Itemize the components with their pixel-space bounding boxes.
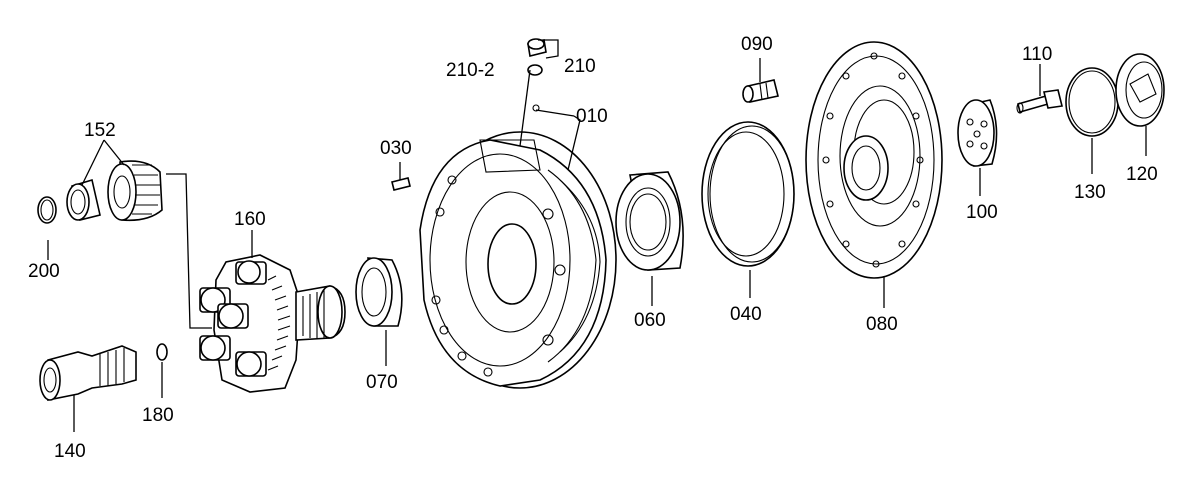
label-040: 040 bbox=[730, 304, 762, 325]
part-140-shaft bbox=[39, 345, 137, 401]
part-030-pin bbox=[391, 177, 411, 191]
label-100: 100 bbox=[966, 202, 998, 223]
part-180-ball bbox=[156, 343, 168, 361]
label-210: 210 bbox=[564, 56, 596, 77]
label-060: 060 bbox=[634, 310, 666, 331]
part-120-cover bbox=[1115, 53, 1165, 127]
label-030: 030 bbox=[380, 138, 412, 159]
part-100-disc bbox=[957, 99, 998, 167]
label-160: 160 bbox=[234, 209, 266, 230]
part-130-o-ring bbox=[1065, 67, 1119, 137]
label-090: 090 bbox=[741, 34, 773, 55]
part-110-bolt bbox=[1016, 89, 1063, 114]
part-040-seal bbox=[701, 121, 795, 267]
label-200: 200 bbox=[28, 261, 60, 282]
part-210-2-seal-ring bbox=[527, 64, 543, 76]
label-070: 070 bbox=[366, 372, 398, 393]
part-070-bearing bbox=[355, 257, 403, 327]
label-130: 130 bbox=[1074, 182, 1106, 203]
part-200-snap-ring bbox=[37, 196, 57, 224]
label-110: 110 bbox=[1022, 44, 1052, 65]
part-152-bearing bbox=[66, 178, 101, 221]
label-140: 140 bbox=[54, 441, 86, 462]
part-160-planet-carrier bbox=[199, 254, 346, 393]
part-090-stud bbox=[742, 79, 779, 103]
label-210-2: 210-2 bbox=[446, 60, 495, 81]
part-010-housing bbox=[419, 104, 617, 389]
label-010: 010 bbox=[576, 106, 608, 127]
label-180: 180 bbox=[142, 405, 174, 426]
label-120: 120 bbox=[1126, 164, 1158, 185]
part-210-plug bbox=[527, 38, 547, 57]
part-060-bearing bbox=[615, 171, 684, 271]
label-080: 080 bbox=[866, 314, 898, 335]
part-152-gear bbox=[107, 160, 163, 222]
leader-lines bbox=[47, 39, 1147, 432]
part-080-hub bbox=[805, 41, 943, 279]
label-152: 152 bbox=[84, 120, 116, 141]
